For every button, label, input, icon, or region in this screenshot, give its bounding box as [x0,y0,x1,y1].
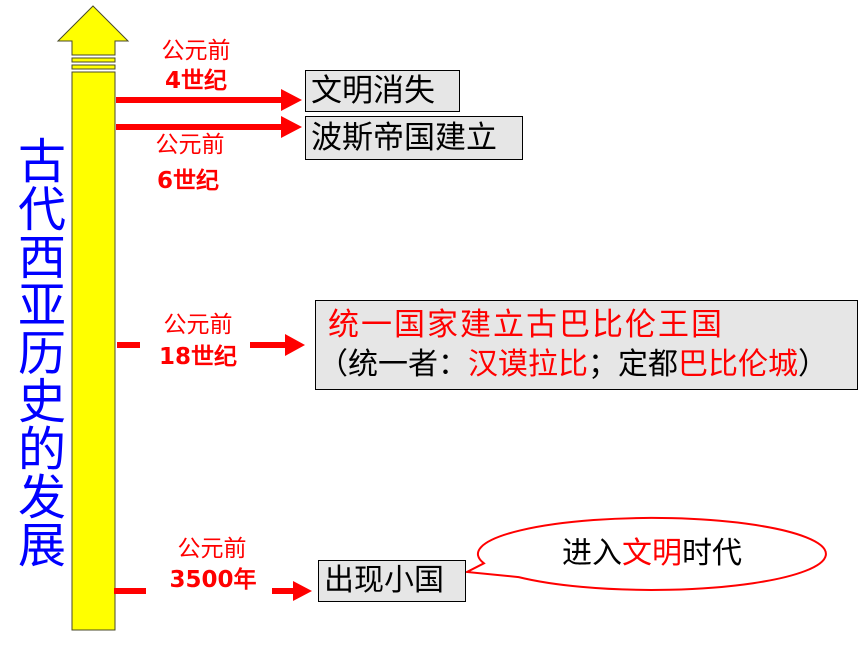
callout-segment: 时代 [682,536,742,571]
era-label-line1: 公元前 [177,536,247,562]
arrow-head [281,89,302,111]
arrow-era-3500-bc [114,581,312,601]
tick-dash [114,588,146,594]
callout-bubble [463,516,827,591]
detail-segment: 汉谟拉比 [468,347,588,382]
arrow-era-18th-century [117,334,305,356]
era-label-line2: 4世纪 [164,68,227,94]
detail-segment: （统一者： [318,347,468,382]
event-box-detail: （统一者：汉谟拉比；定都巴比伦城） [318,347,828,383]
era-label-line1: 公元前 [163,312,233,338]
event-box-civilization-disappears: 文明消失 [305,70,460,112]
arrow-head [285,334,305,356]
era-label-line2: 3500年 [169,567,257,593]
arrow-era-6th-century [116,116,302,138]
event-box-persian-empire: 波斯帝国建立 [305,116,523,160]
arrow-head [293,581,312,601]
detail-segment: 巴比伦城 [678,347,798,382]
detail-segment: ） [798,347,828,382]
era-label-line2: 6世纪 [156,168,219,194]
timeline-stripe [71,57,116,63]
event-box-label: 波斯帝国建立 [311,120,497,156]
callout-segment: 文明 [622,536,682,571]
arrow-head [281,116,302,138]
callout-text: 进入文明时代 [478,537,826,571]
timeline-arrow-head [56,5,130,56]
event-box-title: 统一国家建立古巴比伦王国 [328,307,724,343]
arrow-shaft [272,588,295,594]
detail-segment: ；定都 [588,347,678,382]
callout-segment: 进入 [562,536,622,571]
timeline-stripe [71,64,116,70]
arrow-shaft [116,97,284,103]
timeline-bar [71,71,116,631]
tick-dash [117,342,140,348]
arrow-era-4th-century [116,89,302,111]
era-label-line1: 公元前 [161,38,231,64]
arrow-shaft [116,124,284,130]
event-box-label: 出现小国 [324,563,444,598]
event-box-label: 文明消失 [311,73,435,109]
timeline-axis [56,5,130,631]
vertical-title: 古代西亚历史的发展 [9,136,65,568]
era-label-line1: 公元前 [155,132,225,158]
event-box-babylon: 统一国家建立古巴比伦王国 （统一者：汉谟拉比；定都巴比伦城） [315,300,858,390]
event-box-small-states: 出现小国 [318,560,466,602]
era-label-line2: 18世纪 [158,344,237,370]
arrow-shaft [250,342,287,348]
